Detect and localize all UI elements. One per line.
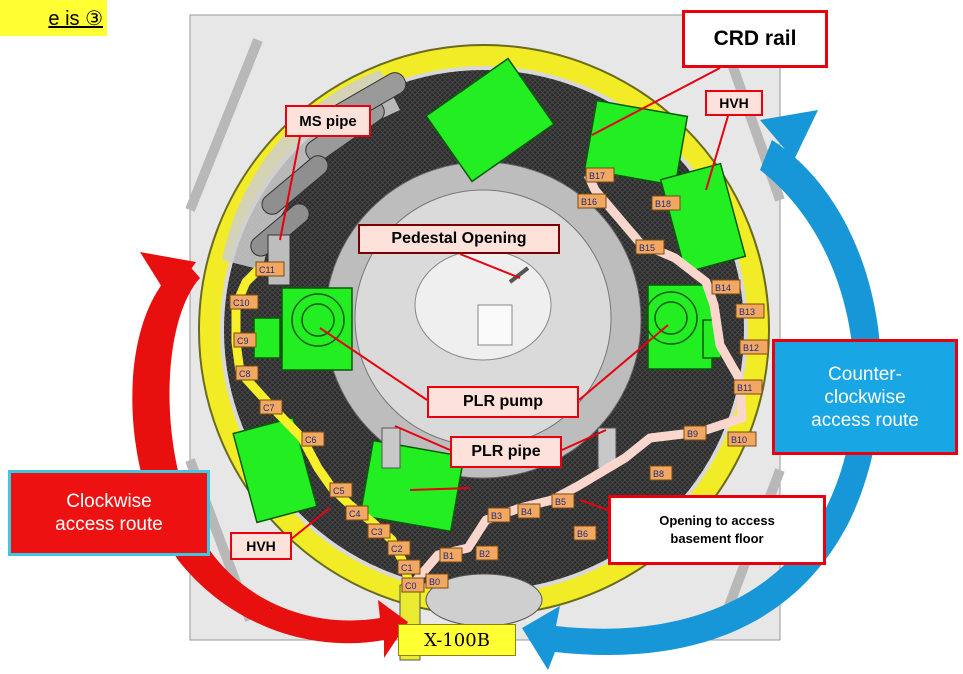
plr-pump-label: PLR pump: [427, 386, 579, 418]
pedestal-opening-label: Pedestal Opening: [358, 224, 560, 254]
equipment-top: [425, 57, 555, 183]
route-b-marker-label: B15: [639, 243, 655, 253]
route-c-marker-box: [229, 294, 259, 310]
route-c-marker-box: [233, 332, 257, 348]
route-c-marker-box: [367, 523, 391, 539]
ms-pipe-label: MS pipe: [285, 105, 371, 137]
callout-lines: [279, 67, 729, 541]
route-c-marker-label: C3: [371, 527, 383, 537]
hvh-bottom-unit: [232, 416, 318, 524]
equipment-green: [232, 57, 747, 533]
counter-line-1: Counter-: [828, 363, 902, 385]
basement-opening-line-2: basement floor: [670, 531, 764, 546]
route-b-marker-box: [517, 503, 541, 519]
route-c-marker-label: C2: [391, 544, 403, 554]
clockwise-line-1: Clockwise: [66, 491, 152, 512]
route-b-marker-label: B4: [521, 507, 532, 517]
route-b-marker-label: B5: [555, 497, 566, 507]
route-b-marker-box: [649, 465, 673, 481]
plr-pump-left-motor: [253, 317, 281, 359]
basement-opening-label: Opening to access basement floor: [608, 495, 826, 565]
counterclockwise-arrow-icon: [522, 110, 882, 670]
route-b-marker-box: [683, 425, 707, 441]
clockwise-arrow-icon: [132, 252, 409, 658]
route-b-marker-label: B9: [687, 429, 698, 439]
route-b-marker-box: [439, 547, 463, 563]
route-c-marker-label: C9: [237, 336, 249, 346]
route-c-marker-box: [387, 540, 411, 556]
route-b-marker-box: [577, 193, 607, 209]
route-c-marker-box: [301, 431, 325, 447]
route-b-marker-box: [551, 493, 575, 509]
route-b-marker-box: [733, 379, 763, 395]
route-b-marker-box: [651, 195, 681, 211]
route-c-marker-label: C7: [263, 403, 275, 413]
route-b-marker-label: B3: [491, 511, 502, 521]
route-b-marker-label: B17: [589, 171, 605, 181]
x100b-label: X-100B: [398, 624, 516, 656]
route-c-marker-box: [397, 559, 421, 575]
plr-pump-left: [281, 287, 353, 371]
route-c-marker-box: [345, 505, 369, 521]
route-c-marker-box: [255, 261, 285, 277]
route-b-marker-box: [635, 239, 665, 255]
route-c-marker-label: C8: [239, 369, 251, 379]
note-highlight: e is ③: [0, 0, 107, 36]
plr-pipe-label: PLR pipe: [450, 436, 562, 468]
route-b-marker-label: B6: [577, 529, 588, 539]
route-b-marker-label: B18: [655, 199, 671, 209]
route-c-marker-box: [329, 482, 353, 498]
route-b-marker-label: B13: [739, 307, 755, 317]
route-b-marker-label: B11: [737, 383, 752, 393]
plr-pipe-left: [381, 427, 401, 469]
route-c-marker-label: C11: [259, 265, 275, 275]
route-b-marker-label: B2: [479, 549, 490, 559]
route-c-marker-label: C1: [401, 563, 413, 573]
clockwise-line-2: access route: [55, 514, 163, 535]
route-b-marker-box: [735, 303, 765, 319]
pedestal-opening-mark: [508, 266, 530, 284]
counterclockwise-route-label: Counter- clockwise access route: [772, 339, 958, 455]
footnote: .: [270, 600, 274, 612]
route-b-marker-box: [711, 279, 741, 295]
route-b-marker-label: B1: [443, 551, 454, 561]
route-c-marker-label: C10: [233, 298, 250, 308]
route-b-marker-label: B0: [429, 577, 440, 587]
route-c-marker-label: C5: [333, 486, 345, 496]
hvh-top-label: HVH: [705, 90, 763, 116]
counter-line-2: clockwise: [824, 386, 906, 408]
route-c-marker-box: [235, 365, 259, 381]
route-c-marker-box: [401, 577, 425, 593]
note-text: e is ③: [48, 7, 103, 30]
route-b-marker-label: B12: [743, 343, 759, 353]
hvh-top-unit-2: [659, 162, 747, 274]
basement-opening-line-1: Opening to access: [659, 513, 775, 528]
route-c-markers: C0 C1 C2 C3 C4 C5 C6 C7 C8 C9 C10 C11: [229, 261, 425, 593]
route-b-marker-box: [727, 431, 757, 447]
crd-rail-label: CRD rail: [682, 10, 828, 68]
route-c-marker-label: C0: [405, 581, 417, 591]
route-b-marker-label: B8: [653, 469, 664, 479]
equipment-bottom: [359, 439, 465, 533]
route-b-marker-box: [739, 339, 769, 355]
route-b-marker-label: B16: [581, 197, 597, 207]
route-b-marker-box: [425, 573, 449, 589]
route-b-marker-box: [487, 507, 511, 523]
counter-line-3: access route: [811, 409, 919, 431]
route-c-marker-label: C6: [305, 435, 317, 445]
route-c-marker-box: [259, 399, 283, 415]
route-b-marker-label: B14: [715, 283, 731, 293]
route-b-marker-box: [585, 167, 615, 183]
route-b-marker-box: [475, 545, 499, 561]
hvh-bottom-label: HVH: [230, 532, 292, 560]
route-c-marker-label: C4: [349, 509, 361, 519]
route-b-marker-label: B10: [731, 435, 747, 445]
route-b-marker-box: [573, 525, 597, 541]
clockwise-route-label: Clockwise access route: [8, 470, 210, 556]
